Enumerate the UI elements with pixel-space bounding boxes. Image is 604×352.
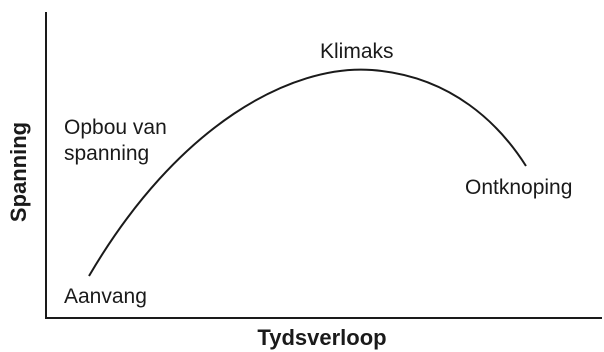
y-axis-title: Spanning bbox=[6, 122, 31, 222]
x-axis-title: Tydsverloop bbox=[257, 325, 386, 350]
label-resolution: Ontknoping bbox=[465, 176, 572, 199]
label-start: Aanvang bbox=[64, 285, 147, 308]
label-rising-line2: spanning bbox=[64, 142, 149, 165]
label-rising-line1: Opbou van bbox=[64, 116, 167, 139]
label-climax: Klimaks bbox=[320, 40, 394, 63]
tension-curve bbox=[88, 68, 527, 277]
